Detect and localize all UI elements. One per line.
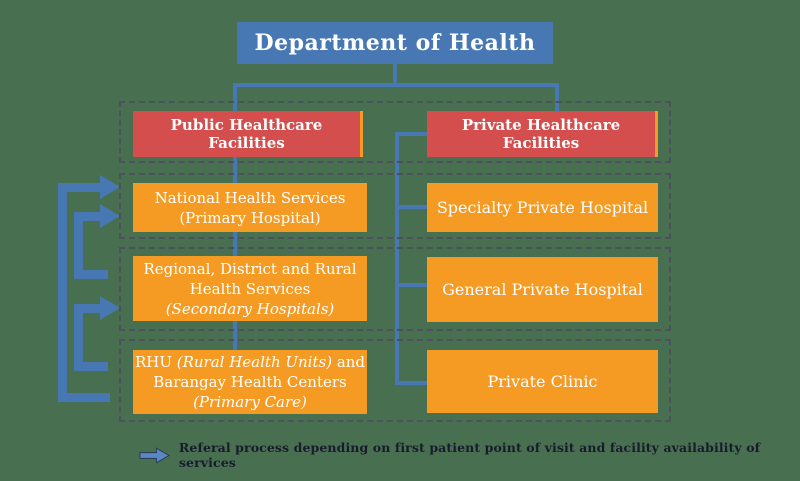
- text-line: Barangay Health Centers: [153, 373, 347, 391]
- connector-doh-stub: [393, 63, 397, 85]
- referral-arrow-regional-to-national-segment: [74, 212, 83, 279]
- private-clinic-label: Private Clinic: [487, 372, 598, 391]
- private-facilities-label: Private Healthcare Facilities: [461, 116, 621, 152]
- rhu-barangay-text: RHU (Rural Health Units) and Barangay He…: [135, 352, 365, 412]
- regional-district-rural-box: Regional, District and Rural Health Serv…: [133, 256, 367, 321]
- referral-arrow-rhu-to-national-head-icon: [100, 175, 120, 199]
- connector-private-stub-general: [395, 283, 427, 287]
- legend: Referal process depending on first patie…: [139, 440, 800, 470]
- public-facilities-header-box: Public Healthcare Facilities: [133, 111, 363, 157]
- connector-branch-right-drop: [555, 85, 559, 112]
- private-clinic-box: Private Clinic: [427, 350, 658, 413]
- general-private-hospital-label: General Private Hospital: [442, 280, 643, 299]
- referral-arrow-rhu-to-regional-head-icon: [100, 296, 120, 320]
- referral-arrow-regional-to-national-segment: [74, 270, 108, 279]
- referral-arrow-rhu-to-national-segment: [58, 393, 110, 402]
- referral-arrow-rhu-to-national-segment: [58, 183, 102, 192]
- legend-text: Referal process depending on first patie…: [178, 440, 761, 470]
- connector-private-elbow: [395, 132, 427, 136]
- rhu-barangay-box: RHU (Rural Health Units) and Barangay He…: [133, 350, 367, 414]
- referral-arrow-rhu-to-regional-segment: [74, 362, 108, 371]
- specialty-private-hospital-label: Specialty Private Hospital: [436, 198, 649, 217]
- regional-district-rural-text: Regional, District and Rural Health Serv…: [143, 259, 356, 319]
- connector-private-column-spine: [395, 132, 399, 385]
- national-health-services-text: National Health Services (Primary Hospit…: [155, 188, 346, 228]
- connector-branch-left-drop: [233, 85, 237, 112]
- department-of-health-box: Department of Health: [237, 22, 553, 64]
- connector-private-stub-specialty: [395, 205, 427, 209]
- text-line: Regional, District and Rural: [143, 259, 357, 278]
- connector-branch-horizontal: [233, 83, 559, 87]
- department-of-health-label: Department of Health: [254, 30, 536, 56]
- referral-arrow-rhu-to-national-segment: [58, 183, 67, 402]
- text-line: (Primary Hospital): [179, 208, 321, 227]
- general-private-hospital-box: General Private Hospital: [427, 257, 658, 322]
- text-line: Health Services: [189, 279, 311, 298]
- text-line: (Primary Care): [193, 393, 307, 411]
- public-facilities-label: Public Healthcare Facilities: [170, 116, 323, 152]
- national-health-services-box: National Health Services (Primary Hospit…: [133, 183, 367, 232]
- private-facilities-header-box: Private Healthcare Facilities: [427, 111, 658, 157]
- referral-arrow-regional-to-national-head-icon: [100, 204, 120, 228]
- text-line: RHU (Rural Health Units) and: [134, 353, 366, 371]
- referral-arrow-regional-to-national-segment: [74, 212, 102, 221]
- text-line: (Secondary Hospitals): [165, 299, 335, 318]
- text-line: National Health Services: [154, 188, 346, 207]
- connector-private-stub-clinic: [395, 381, 427, 385]
- right-arrow-icon: [139, 446, 170, 464]
- specialty-private-hospital-box: Specialty Private Hospital: [427, 183, 658, 232]
- referral-arrow-rhu-to-regional-segment: [74, 304, 83, 371]
- connector-public-column-spine: [233, 157, 237, 350]
- referral-arrow-rhu-to-regional-segment: [74, 304, 102, 313]
